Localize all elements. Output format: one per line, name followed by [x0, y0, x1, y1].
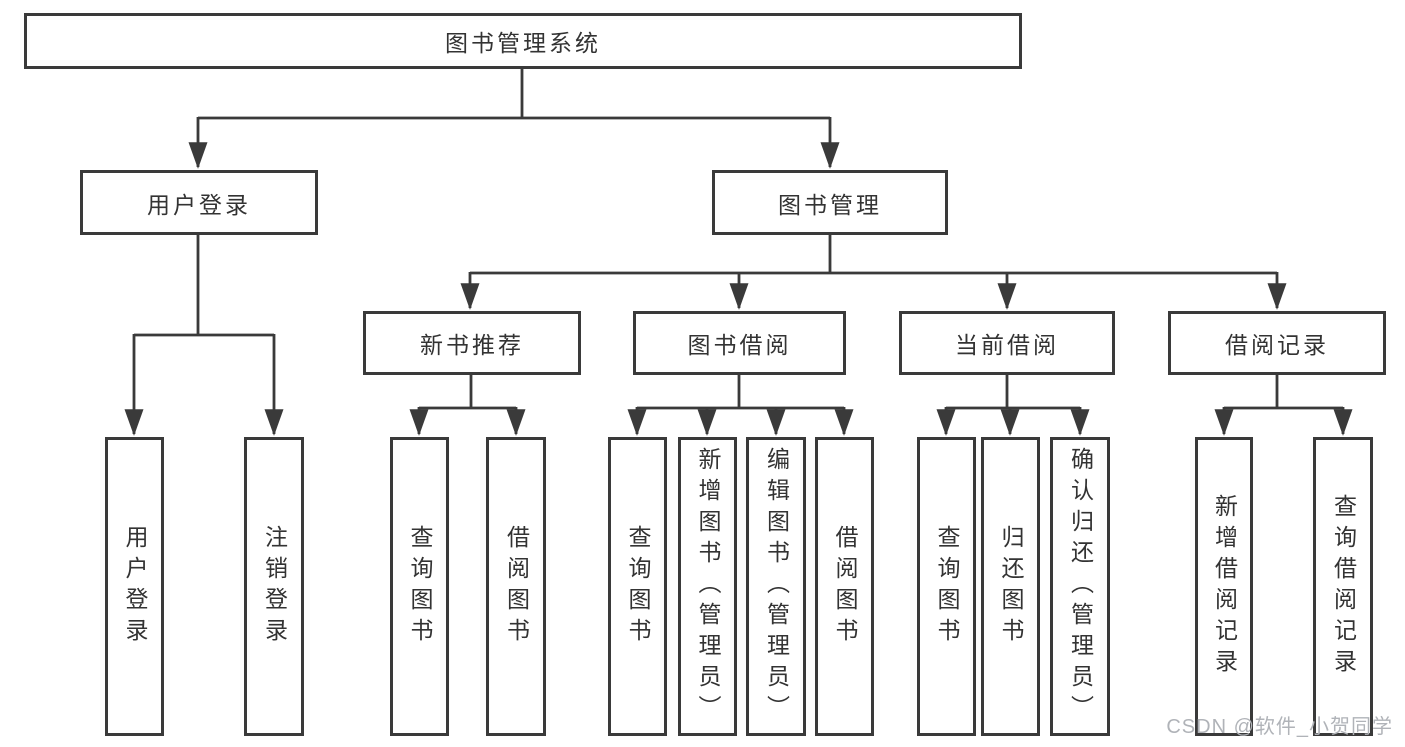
leaf-borrow-add-books-admin-label: 新增图书（管理员） [695, 447, 721, 726]
leaf-current-query-books-label: 查询图书 [934, 524, 960, 649]
node-book-management-branch: 图书管理 [712, 170, 948, 235]
leaf-borrow-borrow-books: 借阅图书 [815, 437, 874, 736]
leaf-newbook-query-books: 查询图书 [390, 437, 449, 736]
leaf-current-confirm-return-admin: 确认归还（管理员） [1050, 437, 1110, 736]
node-root-system: 图书管理系统 [24, 13, 1022, 69]
node-user-login-branch: 用户登录 [80, 170, 318, 235]
leaf-user-login-label: 用户登录 [122, 524, 148, 649]
leaf-borrow-borrow-books-label: 借阅图书 [832, 524, 858, 649]
node-book-borrow: 图书借阅 [633, 311, 846, 375]
leaf-current-return-books: 归还图书 [981, 437, 1040, 736]
leaf-records-query-record-label: 查询借阅记录 [1330, 493, 1357, 680]
connector-user-branch [124, 235, 284, 436]
leaf-newbook-query-books-label: 查询图书 [407, 524, 433, 649]
leaf-records-query-record: 查询借阅记录 [1313, 437, 1373, 736]
node-new-book-recommend: 新书推荐 [363, 311, 581, 375]
leaf-newbook-borrow-books: 借阅图书 [486, 437, 546, 736]
leaf-logout-label: 注销登录 [261, 524, 288, 649]
leaf-records-add-record: 新增借阅记录 [1195, 437, 1253, 736]
leaf-user-login: 用户登录 [105, 437, 164, 736]
leaf-current-return-books-label: 归还图书 [998, 524, 1024, 649]
connector-current-borrow-group [936, 375, 1090, 436]
connector-book-borrow-group [627, 375, 854, 436]
connector-book-mgmt-branch [460, 235, 1287, 310]
leaf-newbook-borrow-books-label: 借阅图书 [503, 524, 530, 649]
leaf-borrow-query-books: 查询图书 [608, 437, 667, 736]
leaf-logout: 注销登录 [244, 437, 304, 736]
leaf-records-add-record-label: 新增借阅记录 [1211, 493, 1238, 680]
leaf-borrow-edit-books-admin: 编辑图书（管理员） [746, 437, 806, 736]
leaf-current-confirm-return-admin-label: 确认归还（管理员） [1067, 447, 1094, 726]
node-borrow-records: 借阅记录 [1168, 311, 1386, 375]
leaf-borrow-query-books-label: 查询图书 [625, 524, 651, 649]
leaf-borrow-add-books-admin: 新增图书（管理员） [678, 437, 737, 736]
leaf-borrow-edit-books-admin-label: 编辑图书（管理员） [763, 447, 790, 726]
connector-new-book-group [409, 375, 526, 436]
leaf-current-query-books: 查询图书 [917, 437, 976, 736]
connector-borrow-records-group [1214, 375, 1353, 436]
node-current-borrow: 当前借阅 [899, 311, 1115, 375]
connector-root-branch [188, 69, 840, 169]
csdn-watermark: CSDN @软件_小贺同学 [1166, 716, 1393, 738]
